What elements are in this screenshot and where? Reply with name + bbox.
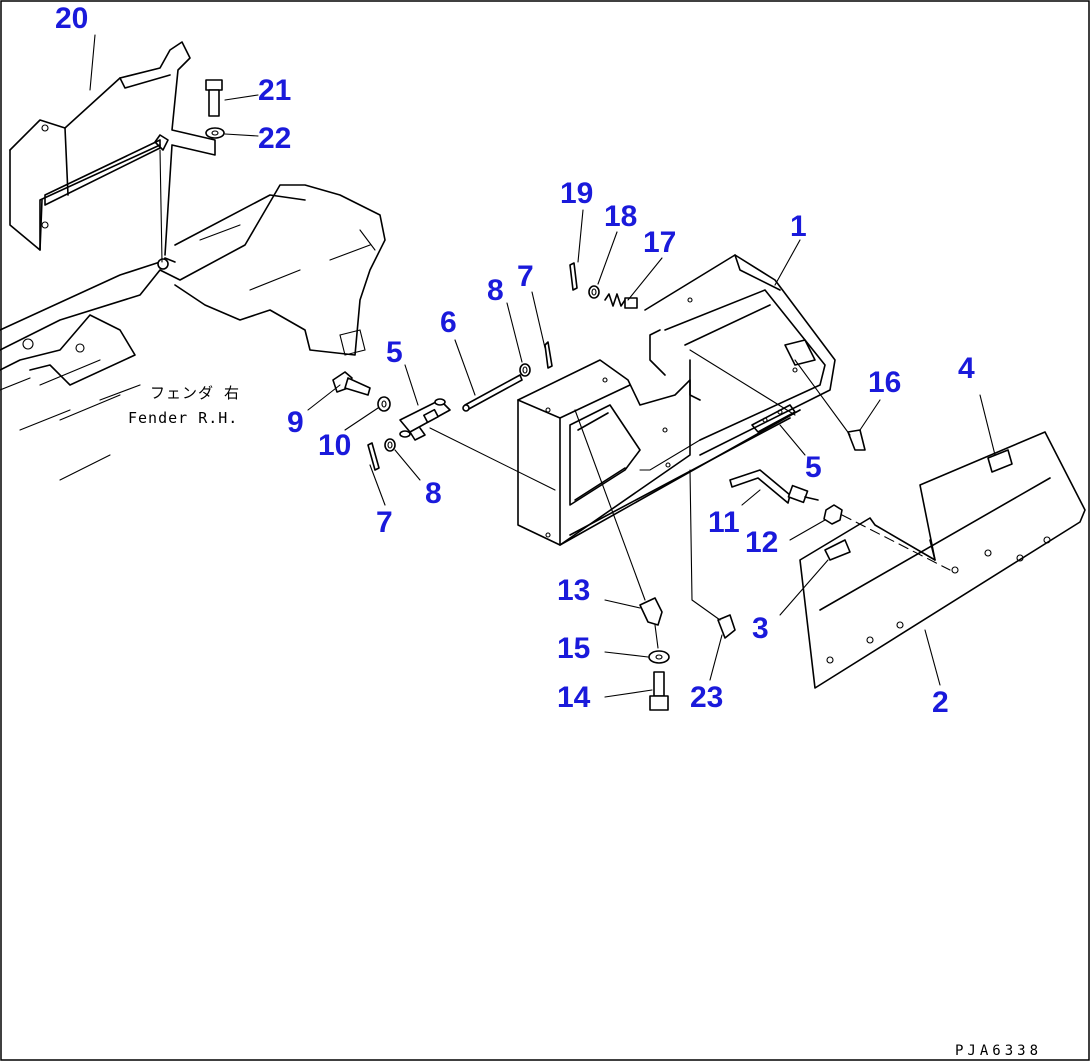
- leader-clip-23b: [691, 599, 721, 621]
- pin-part-19: [569, 262, 578, 291]
- fender-label-japanese: フェンダ 右: [150, 384, 240, 402]
- callout-labels: 20 21 22 1 19 18 17 7 8 6 5 16 4 9 10 8 …: [55, 2, 975, 719]
- callout-23: 23: [690, 681, 723, 714]
- bolt-part-14: [649, 671, 669, 711]
- plate-part-3: [824, 539, 851, 561]
- callout-19: 19: [560, 177, 593, 210]
- washer-part-18: [588, 285, 600, 299]
- nut-part-12: [823, 504, 843, 525]
- pin-part-6: [462, 374, 523, 412]
- callout-leaders: [89, 34, 996, 698]
- panel-part-2: [799, 431, 1086, 689]
- callout-21: 21: [258, 74, 291, 107]
- callout-20: 20: [55, 2, 88, 35]
- callout-18: 18: [604, 200, 637, 233]
- hinge-part-5-left: [399, 398, 451, 441]
- leader-nut-to-panel: [841, 514, 951, 571]
- hinge-part-5-right: [751, 404, 796, 433]
- washer-part-8-lower: [384, 438, 396, 452]
- fender-label-english: Fender R.H.: [128, 409, 238, 427]
- leader-20-to-fender: [159, 149, 163, 263]
- bolt-part-21: [205, 79, 223, 117]
- leader-clip-23: [689, 469, 693, 601]
- clip-part-23: [717, 614, 736, 639]
- side-frame-box: [517, 359, 801, 546]
- callout-9: 9: [287, 406, 304, 439]
- washer-part-8-upper: [519, 363, 531, 377]
- callout-15: 15: [557, 632, 590, 665]
- handle-part-11: [729, 469, 819, 504]
- callout-7-upper: 7: [517, 260, 534, 293]
- cotter-pin-part-7-upper: [544, 341, 553, 369]
- callout-3: 3: [752, 612, 769, 645]
- washer-part-15: [648, 650, 670, 664]
- callout-6: 6: [440, 306, 457, 339]
- callout-2: 2: [932, 686, 949, 719]
- bolt-part-9: [332, 371, 371, 396]
- callout-7-lower: 7: [376, 506, 393, 539]
- callout-10: 10: [318, 429, 351, 462]
- leader-hinge-right: [689, 349, 796, 416]
- callout-8-upper: 8: [487, 274, 504, 307]
- cover-part-1: [639, 254, 836, 471]
- callout-5-left: 5: [386, 336, 403, 369]
- spring-part-17: [604, 293, 638, 309]
- callout-16: 16: [868, 366, 901, 399]
- leader-latch-16: [794, 359, 851, 436]
- callout-11: 11: [708, 506, 740, 539]
- drawing-reference-code: PJA6338: [955, 1043, 1042, 1059]
- washer-part-22: [205, 127, 225, 139]
- cotter-pin-part-7-lower: [367, 442, 380, 471]
- callout-5-right: 5: [805, 451, 822, 484]
- callout-22: 22: [258, 122, 291, 155]
- bracket-part-13: [639, 597, 663, 649]
- callout-14: 14: [557, 681, 591, 714]
- callout-12: 12: [745, 526, 778, 559]
- callout-1: 1: [790, 210, 807, 243]
- callout-8-lower: 8: [425, 477, 442, 510]
- callout-17: 17: [643, 226, 676, 259]
- fender-rh-outline: [0, 184, 386, 481]
- latch-part-16: [847, 429, 866, 451]
- fender-bracket-part-20: [9, 41, 216, 256]
- leader-hinge-5: [429, 427, 556, 491]
- washer-part-10: [377, 396, 391, 412]
- callout-4: 4: [958, 352, 975, 385]
- leader-bracket-13: [574, 409, 646, 601]
- callout-13: 13: [557, 574, 590, 607]
- plate-part-4: [987, 449, 1013, 473]
